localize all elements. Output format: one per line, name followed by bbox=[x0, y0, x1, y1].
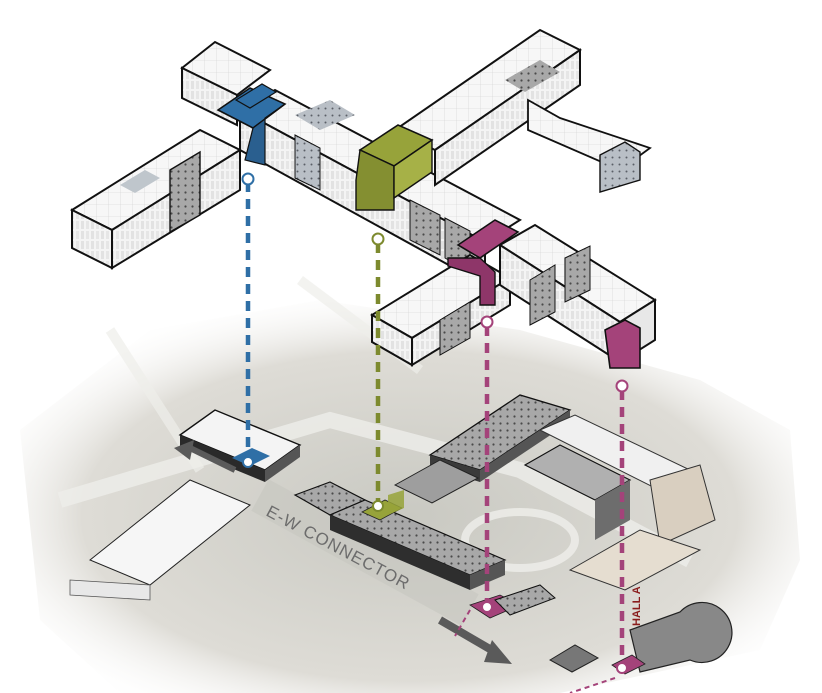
hall-a-building bbox=[629, 601, 733, 673]
magenta-link-node-top-1 bbox=[480, 315, 494, 329]
ground-buildings bbox=[69, 394, 733, 675]
upper-floor-model bbox=[69, 28, 657, 369]
olive-link-node-bottom bbox=[372, 500, 384, 512]
olive-link-node-top bbox=[371, 232, 385, 246]
vertical-links bbox=[241, 172, 629, 693]
west-wing bbox=[69, 128, 243, 270]
magenta-link-node-bottom-2 bbox=[616, 662, 628, 674]
blue-core bbox=[216, 83, 287, 166]
blue-link-node-bottom bbox=[242, 456, 254, 468]
magenta-link-node-top-2 bbox=[615, 379, 629, 393]
magenta-core bbox=[447, 219, 641, 369]
hall-a-label: HALL A bbox=[631, 586, 643, 626]
olive-core bbox=[355, 124, 434, 211]
east-wing bbox=[393, 28, 652, 193]
magenta-link-node-bottom-1 bbox=[481, 601, 493, 613]
west-annex-side bbox=[180, 435, 265, 482]
connector-arrow bbox=[174, 440, 512, 664]
south-east-wing bbox=[370, 223, 657, 367]
blue-link-node-top bbox=[241, 172, 255, 186]
